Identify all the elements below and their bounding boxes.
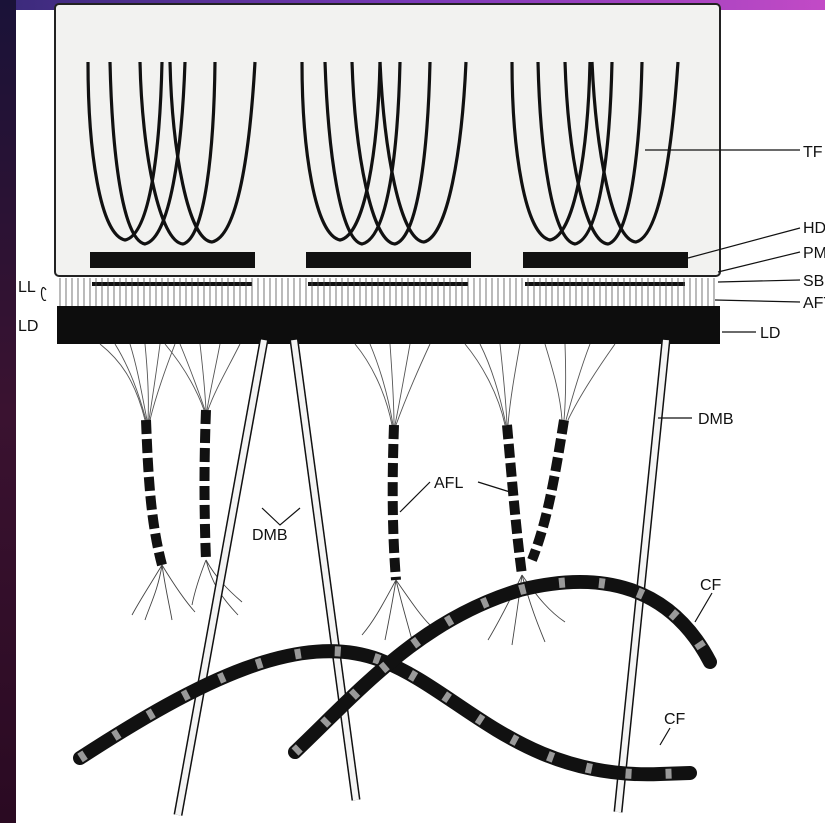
label-pm: PM	[803, 245, 825, 262]
anchoring-fibril-fans	[100, 344, 615, 425]
sbdf-plate-3	[525, 282, 685, 286]
label-cf-lower: CF	[664, 711, 686, 728]
collagen-fibers	[80, 582, 710, 774]
label-aft: AFT	[803, 295, 825, 312]
label-tf: TF	[803, 144, 823, 161]
anchoring-fibrils	[146, 410, 564, 580]
label-dmb-mid: DMB	[252, 527, 288, 544]
label-cf-upper: CF	[700, 577, 722, 594]
label-ld-right: LD	[760, 325, 780, 342]
label-sbdf: SBDF	[803, 273, 825, 290]
label-afl: AFL	[434, 475, 463, 492]
label-ll: LL	[18, 279, 36, 296]
label-dmb-right: DMB	[698, 411, 734, 428]
hd-plaque-3	[523, 252, 688, 268]
label-ld-left: LD	[18, 318, 38, 335]
label-hd: HD	[803, 220, 825, 237]
hd-plaque-2	[306, 252, 471, 268]
lamina-densa	[57, 306, 720, 344]
frame-left	[0, 0, 16, 823]
hd-plaque-1	[90, 252, 255, 268]
